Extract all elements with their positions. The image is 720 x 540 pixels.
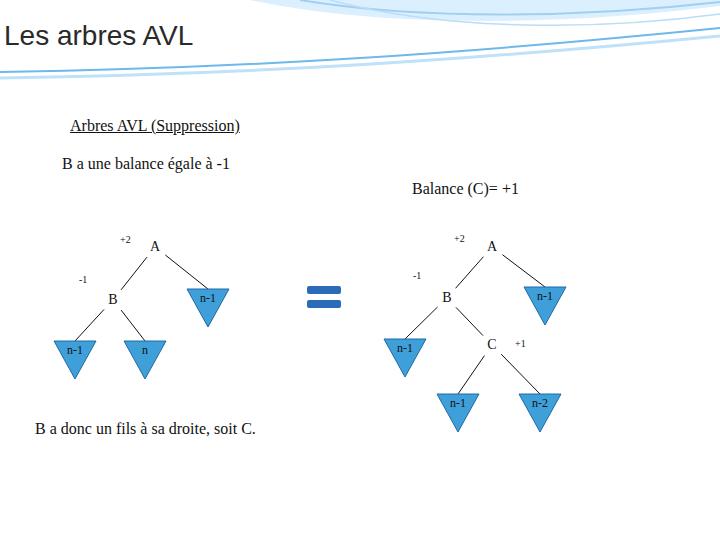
section-heading: Arbres AVL (Suppression) <box>70 117 240 135</box>
node-letter: B <box>100 292 126 308</box>
node-letter: C <box>479 337 505 353</box>
tree-branch <box>405 307 438 339</box>
node-letter: A <box>479 239 505 255</box>
subtree-triangle: n-1 <box>523 286 567 326</box>
balance-value: -1 <box>413 270 421 281</box>
subtree-triangle: n-1 <box>53 340 97 380</box>
triangle-shape <box>437 394 479 432</box>
triangle-shape <box>519 394 561 432</box>
tree-branch <box>456 257 484 289</box>
tree-node: B <box>100 287 126 313</box>
subtree-height: n-2 <box>518 396 562 411</box>
subtree-triangle: n-1 <box>383 338 427 378</box>
circle-shape <box>480 333 504 357</box>
circle-shape <box>480 235 504 259</box>
subtree-height: n-1 <box>436 396 480 411</box>
tree-branch <box>121 257 147 290</box>
balance-value: +1 <box>515 338 526 349</box>
triangle-shape <box>54 341 96 379</box>
triangle-shape <box>187 289 229 327</box>
note-text: Balance (C)= +1 <box>412 180 519 198</box>
subtree-triangle: n-1 <box>186 288 230 328</box>
circle-shape <box>101 288 125 312</box>
subtree-height: n-1 <box>523 289 567 304</box>
equals-sign <box>307 300 341 308</box>
subtree-height: n-1 <box>53 343 97 358</box>
subtree-triangle: n <box>123 340 167 380</box>
subtree-height: n-1 <box>383 341 427 356</box>
circle-shape <box>435 286 459 310</box>
tree-node: B <box>434 285 460 311</box>
note-text: B a une balance égale à -1 <box>62 155 230 173</box>
tree-branch <box>75 309 104 341</box>
tree-node: A <box>479 234 505 260</box>
note-text: B a donc un fils à sa droite, soit C. <box>35 420 256 438</box>
header-swoosh <box>250 0 720 21</box>
circle-shape <box>143 235 167 259</box>
triangle-shape <box>524 287 566 325</box>
tree-node: C <box>479 332 505 358</box>
subtree-height: n <box>123 343 167 358</box>
header-curve <box>330 0 720 25</box>
balance-value: +2 <box>454 233 465 244</box>
subtree-triangle: n-2 <box>518 393 562 433</box>
node-letter: B <box>434 290 460 306</box>
balance-value: -1 <box>79 274 87 285</box>
subtree-height: n-1 <box>186 291 230 306</box>
balance-value: +2 <box>120 234 131 245</box>
triangle-shape <box>384 339 426 377</box>
tree-branch <box>456 307 483 335</box>
tree-branch <box>502 255 545 287</box>
tree-branch <box>458 356 484 394</box>
tree-node: A <box>142 234 168 260</box>
slide-title: Les arbres AVL <box>4 20 193 52</box>
tree-branch <box>121 310 145 341</box>
tree-branch <box>165 255 208 289</box>
tree-branch <box>501 354 540 394</box>
triangle-shape <box>124 341 166 379</box>
node-letter: A <box>142 239 168 255</box>
subtree-triangle: n-1 <box>436 393 480 433</box>
equals-sign <box>307 286 341 294</box>
